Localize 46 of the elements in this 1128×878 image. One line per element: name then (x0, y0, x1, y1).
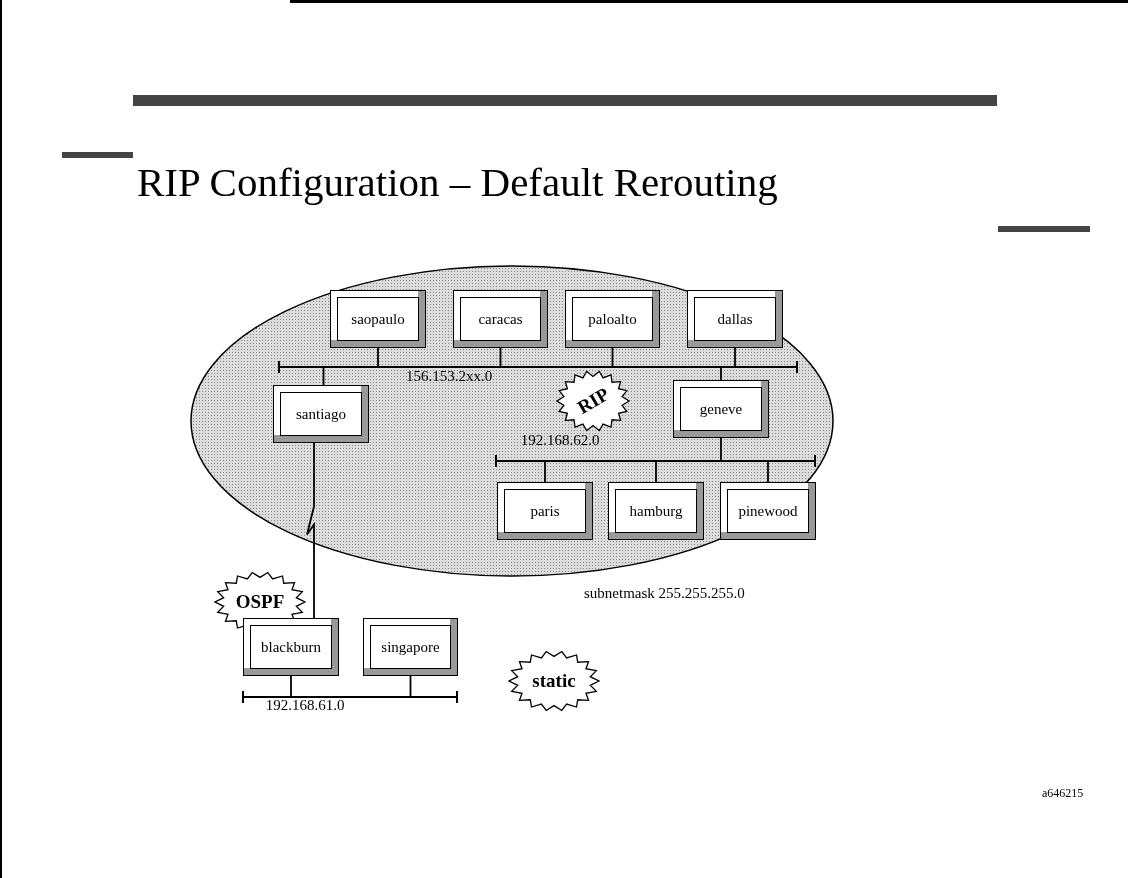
serial-link-line (306, 442, 315, 619)
subnet-mask-label: subnetmask 255.255.255.0 (584, 585, 745, 602)
router-name: pinewood (738, 502, 798, 520)
protocol-label: static (532, 670, 576, 692)
router-box (565, 290, 660, 348)
network-address: 192.168.61.0 (265, 697, 345, 714)
router-box (673, 380, 769, 438)
router-box (687, 290, 783, 348)
protocol-burst (508, 650, 600, 712)
network-link-line (611, 347, 614, 368)
router-name: santiago (296, 405, 346, 423)
figure-id: a646215 (1042, 786, 1084, 801)
router-box (273, 385, 369, 443)
router-name: singapore (381, 638, 440, 656)
router-box (453, 290, 548, 348)
network-link-line (544, 460, 546, 483)
router-box (243, 618, 339, 676)
network-address: 156.153.2xx.0 (405, 368, 493, 385)
network-link-line (720, 437, 722, 462)
network-address: 192.168.62.0 (520, 432, 600, 449)
router-box (330, 290, 426, 348)
network-link-line (377, 347, 379, 368)
network-link-line (767, 460, 769, 483)
network-link-line (499, 347, 502, 368)
router-name: paris (530, 502, 560, 520)
network-link-line (734, 347, 736, 368)
protocol-label: RIP (573, 383, 613, 419)
router-name: caracas (478, 310, 523, 328)
network-link-line (720, 366, 722, 381)
network-link-line (322, 366, 325, 386)
network-link-line (655, 460, 657, 483)
protocol-label: OSPF (235, 591, 285, 613)
title: RIP Configuration – Default Rerouting (137, 158, 778, 206)
router-name: hamburg (629, 502, 683, 520)
network-link-line (290, 675, 292, 698)
router-name: saopaulo (351, 310, 405, 328)
protocol-burst (556, 370, 630, 432)
router-box (497, 482, 593, 540)
router-name: geneve (699, 400, 743, 418)
router-box (608, 482, 704, 540)
router-name: dallas (717, 310, 753, 328)
router-name: blackburn (261, 638, 321, 656)
router-box (720, 482, 816, 540)
router-name: paloalto (588, 310, 637, 328)
network-link-line (409, 675, 412, 698)
router-box (363, 618, 458, 676)
